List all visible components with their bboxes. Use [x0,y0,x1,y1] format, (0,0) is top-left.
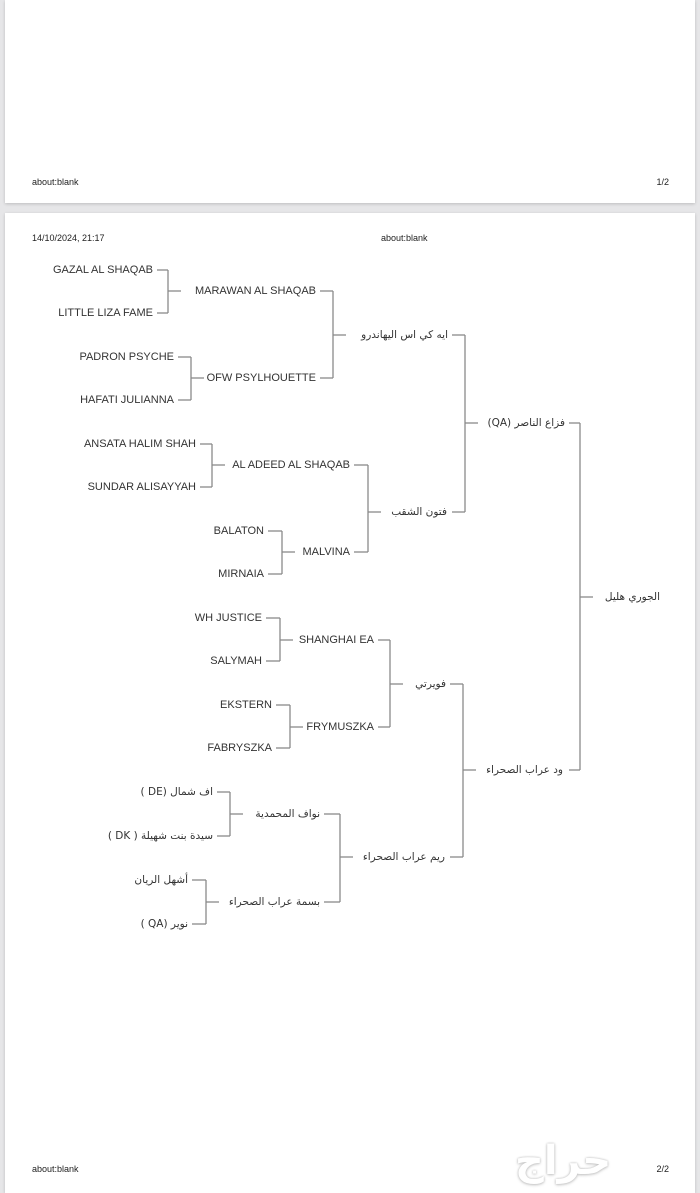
pedigree-name-ekstern: EKSTERN [220,699,272,711]
header-url: about:blank [381,233,428,243]
pedigree-name-sundar: SUNDAR ALISAYYAH [87,481,196,493]
pedigree-name-aladeed: AL ADEED AL SHAQAB [232,459,350,471]
print-page-1: about:blank 1/2 [5,0,695,203]
pedigree-name-balaton: BALATON [213,525,264,537]
pedigree-name-dam-sire: فويرتي [415,678,446,690]
pedigree-name-hafati: HAFATI JULIANNA [80,394,174,406]
pedigree-name-padron: PADRON PSYCHE [79,351,174,363]
pedigree-name-fabryszka: FABRYSZKA [207,742,272,754]
pedigree-name-malvina: MALVINA [302,546,350,558]
watermark-logo: حراج [515,1138,612,1184]
pedigree-name-sayeda: سيدة بنت شهيلة ( DK ) [107,830,213,842]
pedigree-name-afshamal: اف شمال (DE ) [140,786,213,798]
pedigree-name-nawer: نوير (QA ) [140,918,188,930]
pedigree-name-mirnaia: MIRNAIA [218,568,264,580]
pedigree-name-little: LITTLE LIZA FAME [58,307,153,319]
pedigree-name-salymah: SALYMAH [210,655,262,667]
pedigree-name-sire-sire: ايه كي اس اليهاندرو [361,329,448,341]
footer-url: about:blank [32,1164,79,1174]
page-number: 1/2 [656,177,669,187]
header-datetime: 14/10/2024, 21:17 [32,233,105,243]
pedigree-name-dam-dam: ريم عراب الصحراء [362,851,445,863]
pedigree-name-sire: فزاع الناصر (QA) [487,417,565,429]
footer-url: about:blank [32,177,79,187]
pedigree-name-ashhal: أشهل الريان [134,874,188,886]
pedigree-name-marawan: MARAWAN AL SHAQAB [194,285,316,297]
pedigree-name-dam: ود عراب الصحراء [486,764,563,776]
page-number: 2/2 [656,1164,669,1174]
pedigree-name-ofw: OFW PSYLHOUETTE [206,372,316,384]
pedigree-name-root: الجوري هليل [604,591,660,603]
pedigree-name-basma: بسمة عراب الصحراء [228,896,320,908]
pedigree-name-ansata: ANSATA HALIM SHAH [83,438,196,450]
pedigree-name-nawaf: نواف المحمدية [255,808,320,820]
pedigree-name-frymuszka: FRYMUSZKA [306,721,374,733]
pedigree-name-gazal: GAZAL AL SHAQAB [52,264,153,276]
pedigree-name-wh: WH JUSTICE [194,612,262,624]
pedigree-name-sire-dam: فتون الشقب [391,506,447,518]
pedigree-name-shanghai: SHANGHAI EA [298,634,374,646]
